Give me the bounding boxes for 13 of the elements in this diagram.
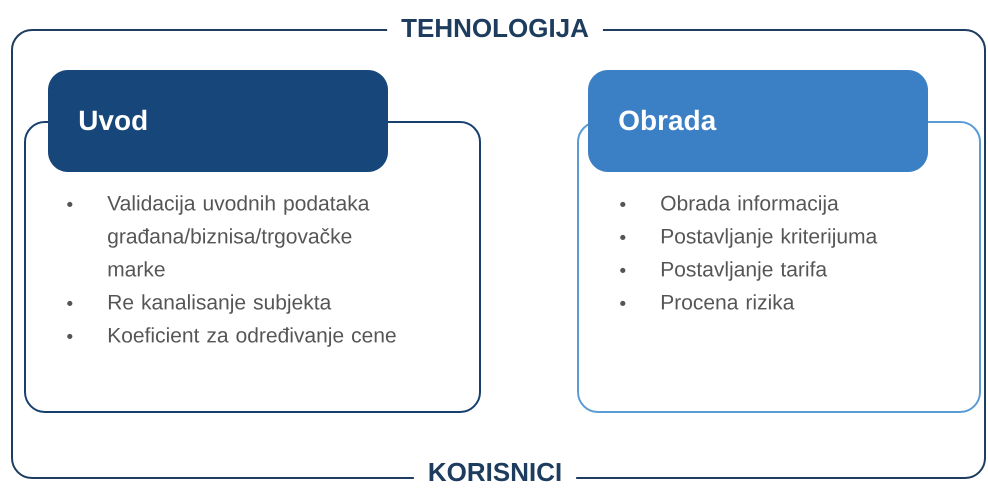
bullet-item: Validacija uvodnih podataka građana/biznisa/trgovačke marke (67, 195, 370, 277)
card-heading: Uvod (80, 110, 146, 130)
frame-title: TEHNOLOGIJA (401, 18, 588, 38)
bullet-item: Re kanalisanje subjekta (67, 294, 332, 314)
bullet-item: Postavljanje tarifa (620, 261, 828, 281)
frame-title: KORISNICI (430, 462, 560, 482)
bullet-item: Obrada informacija (620, 195, 839, 215)
card-heading: Obrada (619, 110, 716, 130)
bullet-item: Postavljanje kriterijuma (620, 228, 878, 248)
bullet-item: Procena rizika (620, 294, 794, 310)
card (24, 70, 481, 413)
card (577, 70, 981, 413)
bullet-item: Koeficient za određivanje cene (67, 327, 396, 347)
